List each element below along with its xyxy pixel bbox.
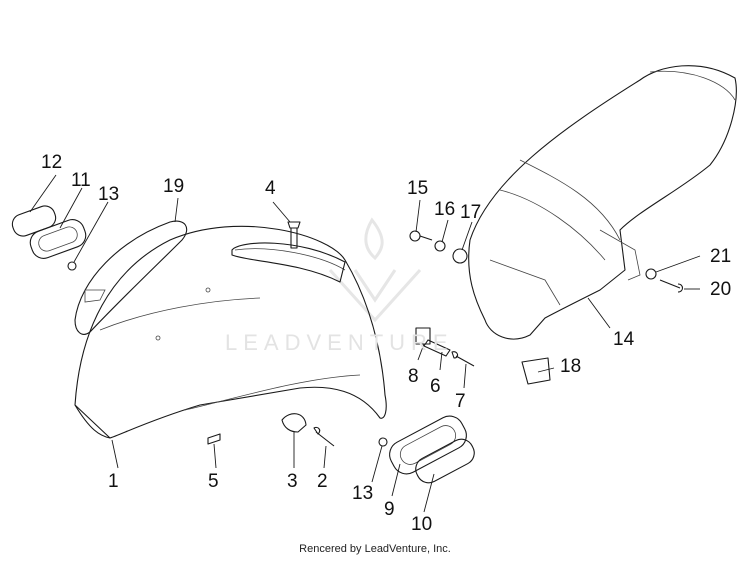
- leader-lines: [29, 174, 701, 513]
- callout-20: 20: [710, 279, 732, 300]
- callout-17: 17: [460, 202, 482, 223]
- callout-13-rear: 13: [352, 483, 374, 504]
- footer-credit: Rencered by LeadVenture, Inc.: [299, 543, 451, 555]
- callout-1: 1: [108, 471, 119, 492]
- callout-12: 12: [41, 152, 63, 173]
- callout-19: 19: [163, 176, 185, 197]
- callout-4: 4: [265, 178, 276, 199]
- callout-15: 15: [407, 178, 429, 199]
- watermark-text: LEADVENTURE: [225, 330, 454, 355]
- callout-16: 16: [434, 199, 456, 220]
- callout-21: 21: [710, 246, 732, 267]
- callout-5: 5: [208, 471, 219, 492]
- watermark-logo: [328, 217, 422, 323]
- reflector-bracket-18: [521, 357, 551, 385]
- callout-3: 3: [287, 471, 298, 492]
- callout-14: 14: [613, 329, 635, 350]
- callout-9: 9: [384, 499, 395, 520]
- clip-bracket-8-6-7: [415, 327, 475, 367]
- reflector-13-9-10: [378, 415, 475, 484]
- front-fender-trim-19: [74, 220, 188, 335]
- bolt-washers-15-16-17: [409, 230, 468, 264]
- screw-4: [287, 221, 301, 249]
- clip-5: [207, 433, 221, 445]
- callout-11: 11: [71, 170, 91, 191]
- rear-fender: [468, 65, 737, 340]
- callout-10: 10: [411, 514, 433, 535]
- callout-18: 18: [560, 356, 582, 377]
- reflector-12-11: [11, 205, 87, 259]
- callout-6: 6: [430, 376, 441, 397]
- washer-13-front: [67, 261, 77, 271]
- callout-2: 2: [317, 471, 328, 492]
- callout-8: 8: [408, 366, 419, 387]
- callout-13-front: 13: [98, 184, 120, 205]
- washer-bolt-21-20: [645, 268, 684, 293]
- front-fender: [74, 225, 387, 439]
- callout-7: 7: [455, 391, 466, 412]
- screw-2: [313, 426, 335, 447]
- grommet-3: [281, 413, 307, 433]
